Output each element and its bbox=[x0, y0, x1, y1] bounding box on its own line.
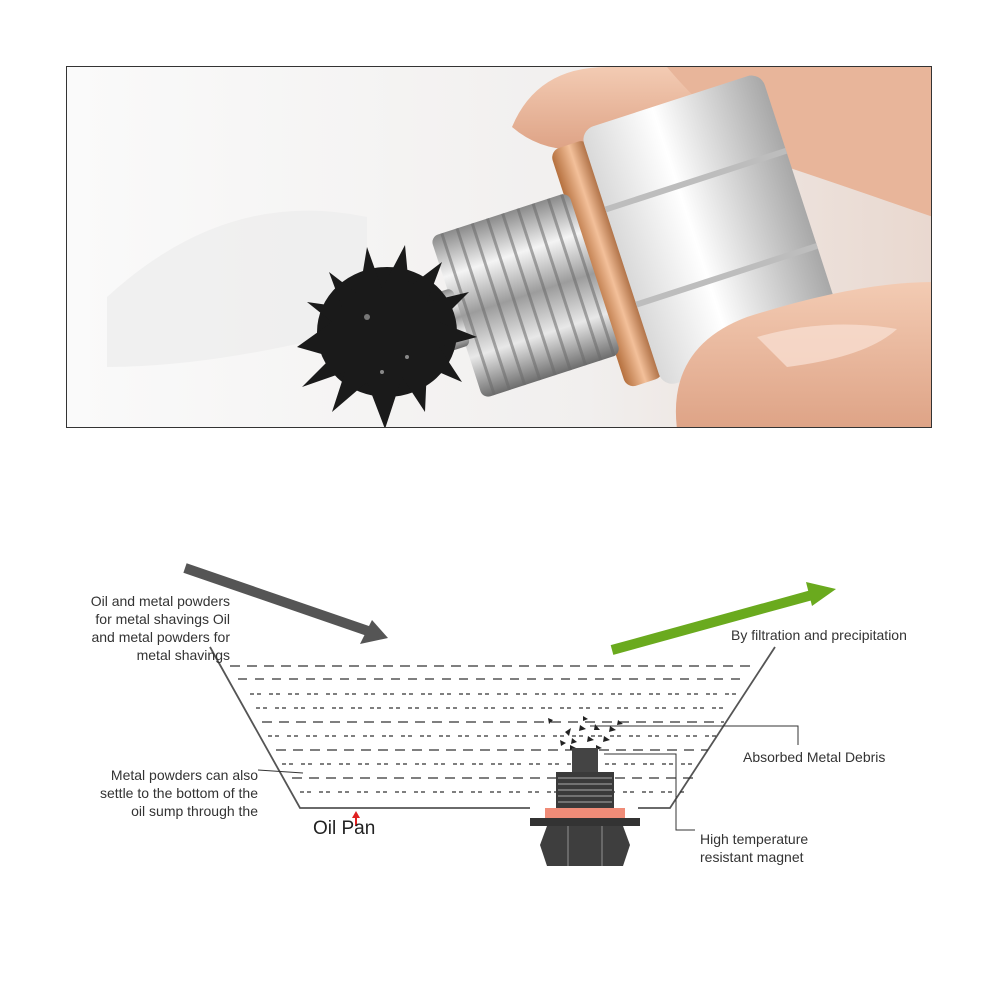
filtration-label: By filtration and precipitation bbox=[731, 627, 907, 643]
settle-label-line: settle to the bottom of the bbox=[100, 785, 258, 801]
leader-lines bbox=[257, 725, 799, 831]
settle-label-line: oil sump through the bbox=[131, 803, 258, 819]
settle-label-line: Metal powders can also bbox=[110, 767, 258, 783]
settle-label: Metal powders can also settle to the bot… bbox=[58, 766, 258, 820]
oil-pan-label: Oil Pan bbox=[313, 818, 376, 839]
product-photo bbox=[66, 66, 932, 428]
oil-inflow-label-line: Oil and metal powders bbox=[90, 593, 230, 609]
oil-inflow-arrow bbox=[183, 563, 388, 644]
thumb-icon bbox=[675, 282, 931, 427]
filtration-arrow bbox=[610, 582, 836, 655]
oil-pan-diagram: Oil and metal powders for metal shavings… bbox=[0, 540, 1000, 900]
oil-inflow-label-line: metal shavings bbox=[136, 647, 230, 663]
magnet-label-line: resistant magnet bbox=[700, 849, 804, 865]
absorbed-debris-icon bbox=[548, 716, 623, 750]
oil-pan-outline bbox=[209, 646, 530, 809]
oil-pan-marker-icon bbox=[352, 811, 360, 826]
magnet-label-line: High temperature bbox=[700, 831, 809, 847]
magnet-label: High temperature resistant magnet bbox=[700, 830, 880, 866]
absorbed-debris-label: Absorbed Metal Debris bbox=[743, 749, 886, 765]
oil-level-lines bbox=[230, 665, 755, 793]
oil-inflow-label: Oil and metal powders for metal shavings… bbox=[60, 592, 230, 664]
metal-shavings-icon bbox=[297, 245, 477, 427]
magnet-drain-plug-icon bbox=[530, 748, 640, 866]
oil-inflow-label-line: and metal powders for bbox=[91, 629, 230, 645]
oil-inflow-label-line: for metal shavings Oil bbox=[95, 611, 230, 627]
